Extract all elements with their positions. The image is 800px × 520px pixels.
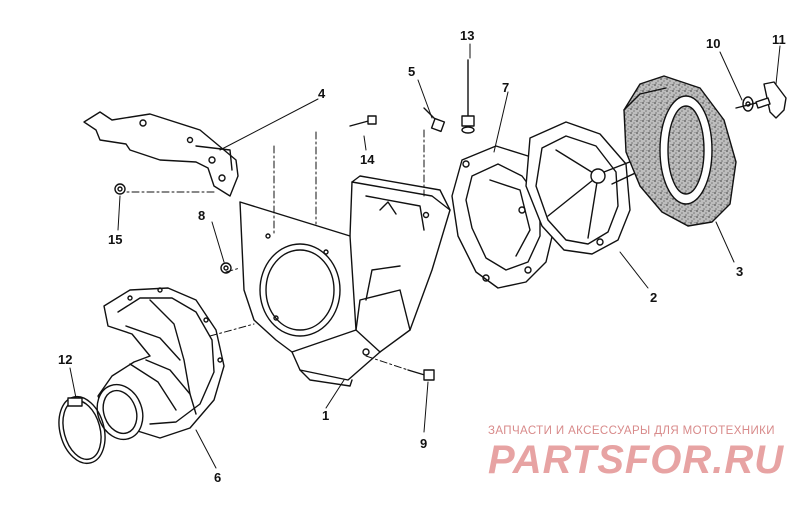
nut-part	[114, 183, 126, 195]
watermark-logo: PARTSFOR.RU	[488, 438, 785, 482]
bolt-9-part	[407, 369, 435, 381]
callout-5: 5	[408, 64, 415, 79]
screw-part	[349, 115, 377, 127]
callout-9: 9	[420, 436, 427, 451]
callout-10: 10	[706, 36, 720, 51]
watermark-tagline: ЗАПЧАСТИ И АКСЕССУАРЫ ДЛЯ МОТОТЕХНИКИ	[488, 425, 775, 437]
foam-filter-part	[623, 75, 737, 227]
callout-6: 6	[214, 470, 221, 485]
callout-labels: 1 2 3 4 5 6 7 8 9 10 11 12 13 14 15	[58, 28, 786, 485]
airbox-housing-part	[239, 175, 451, 387]
callout-8: 8	[198, 208, 205, 223]
callout-2: 2	[650, 290, 657, 305]
callout-11: 11	[772, 32, 786, 47]
callout-3: 3	[736, 264, 743, 279]
callout-1: 1	[322, 408, 329, 423]
filter-cage-part	[525, 121, 647, 255]
callout-13: 13	[460, 28, 474, 43]
hose-clamp-part	[58, 395, 106, 465]
alignment-lines	[125, 129, 425, 371]
callout-7: 7	[502, 80, 509, 95]
callout-15: 15	[108, 232, 122, 247]
bolt-5-part	[423, 107, 446, 133]
bolt-13-part	[461, 59, 475, 134]
bracket-plate-part	[83, 111, 239, 197]
leader-lines	[69, 43, 781, 469]
intake-boot-part	[96, 287, 225, 441]
callout-4: 4	[318, 86, 326, 101]
wing-bolt-part	[735, 81, 787, 119]
callout-12: 12	[58, 352, 72, 367]
housing-nut-part	[220, 262, 232, 274]
callout-14: 14	[360, 152, 375, 167]
